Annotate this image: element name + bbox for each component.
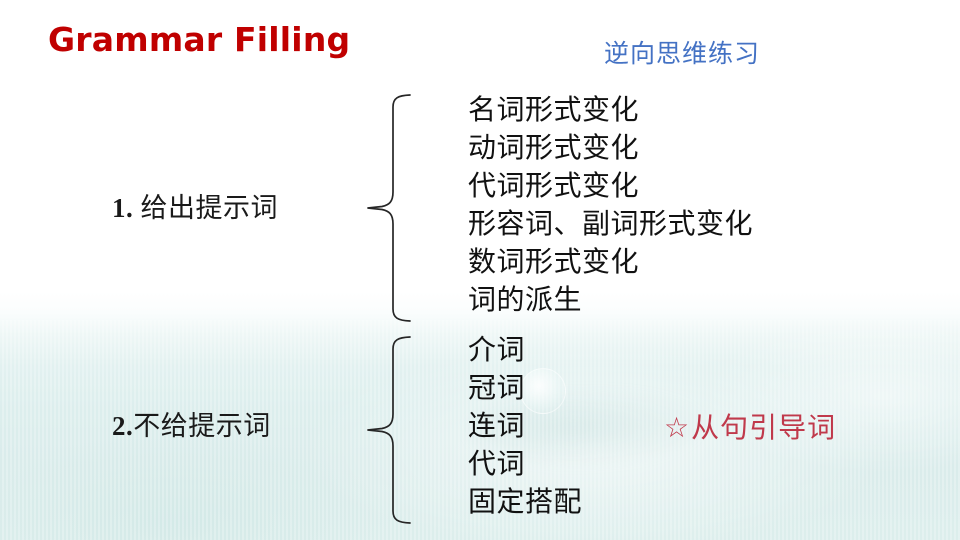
group-2-number: 2. [112,411,134,441]
group-1-brace [352,92,422,329]
group-1-number: 1. [112,193,134,223]
bokeh-circle-decoration [520,368,566,414]
list-item: 动词形式变化 [468,133,640,164]
list-item: 连词 [468,411,526,442]
list-item: 数词形式变化 [468,247,640,278]
slide-background-smudge [470,392,700,464]
list-item: 固定搭配 [468,487,583,518]
group-2-brace [352,334,422,531]
group-2-label-text: 不给提示词 [133,411,271,441]
group-1-item-list: 名词形式变化 动词形式变化 代词形式变化 形容词、副词形式变化 数词形式变化 词… [468,92,753,320]
list-item: 冠词 [468,373,526,404]
list-item: 形容词、副词形式变化 [468,209,754,240]
slide-title: Grammar Filling [48,20,351,59]
group-2-label: 2.不给提示词 [112,404,271,443]
list-item: 名词形式变化 [468,95,640,126]
subordinate-clause-note-text: 从句引导词 [691,413,837,444]
slide-background-stripes [0,320,960,540]
list-item: 代词形式变化 [468,171,640,202]
group-1-label: 1. 给出提示词 [112,186,278,225]
list-item: 介词 [468,335,526,366]
slide-background-wash [0,300,960,540]
star-icon: ☆ [664,413,691,444]
list-item: 词的派生 [468,285,583,316]
group-2-item-list: 介词 冠词 连词 代词 固定搭配 [468,332,582,522]
subordinate-clause-note: ☆从句引导词 [664,406,836,446]
group-1-label-text: 给出提示词 [133,193,278,223]
slide-subtitle: 逆向思维练习 [604,41,761,68]
list-item: 代词 [468,449,526,480]
